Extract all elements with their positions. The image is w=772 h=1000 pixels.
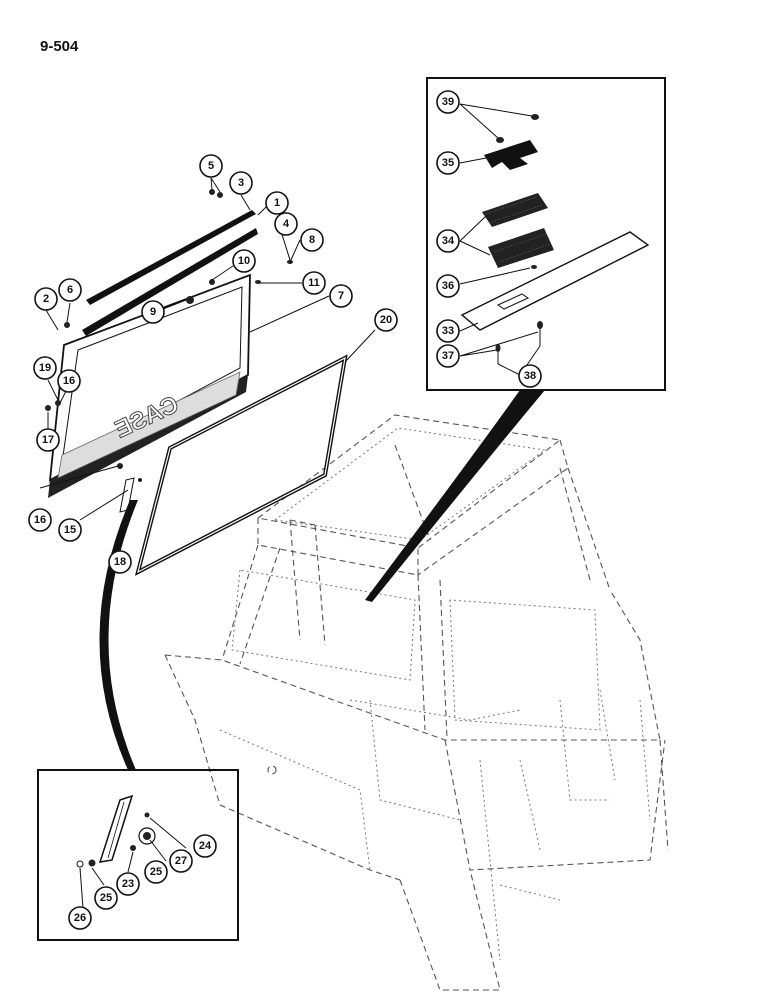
callout-label: 7 — [338, 290, 344, 302]
callout-label: 38 — [524, 370, 536, 382]
callout-label: 39 — [442, 96, 454, 108]
callout-label: 27 — [175, 855, 187, 867]
callout-38: 38 — [518, 364, 542, 388]
callout-8: 8 — [300, 228, 324, 252]
callout-15: 15 — [58, 518, 82, 542]
callout-label: 1 — [274, 197, 280, 209]
callout-16-upper: 16 — [57, 369, 81, 393]
cab-frame — [164, 414, 669, 991]
callout-label: 4 — [283, 218, 290, 230]
callout-label: 9 — [150, 306, 156, 318]
callout-label: 26 — [74, 912, 86, 924]
callout-17: 17 — [36, 428, 60, 452]
callout-label: 19 — [39, 362, 51, 374]
callout-36: 36 — [436, 274, 460, 298]
callout-label: 10 — [238, 255, 250, 267]
callout-label: 36 — [442, 280, 454, 292]
callout-5: 5 — [199, 154, 223, 178]
callout-label: 3 — [238, 177, 244, 189]
callout-33: 33 — [436, 319, 460, 343]
callout-label: 24 — [199, 840, 212, 852]
callout-label: 15 — [64, 524, 76, 536]
callout-20: 20 — [374, 308, 398, 332]
callout-9: 9 — [141, 300, 165, 324]
callout-23: 23 — [116, 872, 140, 896]
roof-detail-inset — [365, 77, 666, 602]
callout-34: 34 — [436, 229, 460, 253]
callout-26: 26 — [68, 906, 92, 930]
callout-25-left: 25 — [94, 886, 118, 910]
callout-label: 17 — [42, 434, 54, 446]
callout-label: 34 — [442, 235, 455, 247]
callout-label: 11 — [308, 277, 320, 289]
callout-label: 5 — [208, 160, 214, 172]
callout-label: 6 — [67, 284, 73, 296]
callout-label: 16 — [63, 375, 75, 387]
callout-4: 4 — [274, 212, 298, 236]
callout-label: 2 — [43, 293, 49, 305]
callout-11: 11 — [302, 271, 326, 295]
page-number: 9-504 — [40, 38, 79, 55]
leader-lines — [39, 103, 541, 909]
callout-39: 39 — [436, 90, 460, 114]
callout-label: 35 — [442, 157, 454, 169]
callout-25-right: 25 — [144, 860, 168, 884]
callout-3: 3 — [229, 171, 253, 195]
callout-label: 25 — [150, 866, 162, 878]
window-assembly: CASE — [45, 189, 348, 770]
callout-label: 33 — [442, 325, 454, 337]
callout-16-lower: 16 — [28, 508, 52, 532]
callout-24: 24 — [193, 834, 217, 858]
callout-27: 27 — [169, 849, 193, 873]
callout-label: 8 — [309, 234, 315, 246]
callout-37: 37 — [436, 344, 460, 368]
callout-label: 37 — [442, 350, 454, 362]
callout-label: 18 — [114, 556, 126, 568]
callout-7: 7 — [329, 284, 353, 308]
callout-6: 6 — [58, 278, 82, 302]
callout-label: 23 — [122, 878, 134, 890]
callout-10: 10 — [232, 249, 256, 273]
callout-35: 35 — [436, 151, 460, 175]
latch-detail-inset — [37, 769, 239, 941]
callout-label: 16 — [34, 514, 46, 526]
callout-label: 20 — [380, 314, 392, 326]
callout-1: 1 — [265, 191, 289, 215]
callout-18: 18 — [108, 550, 132, 574]
callout-19: 19 — [33, 356, 57, 380]
callout-label: 25 — [100, 892, 112, 904]
callout-2: 2 — [34, 287, 58, 311]
